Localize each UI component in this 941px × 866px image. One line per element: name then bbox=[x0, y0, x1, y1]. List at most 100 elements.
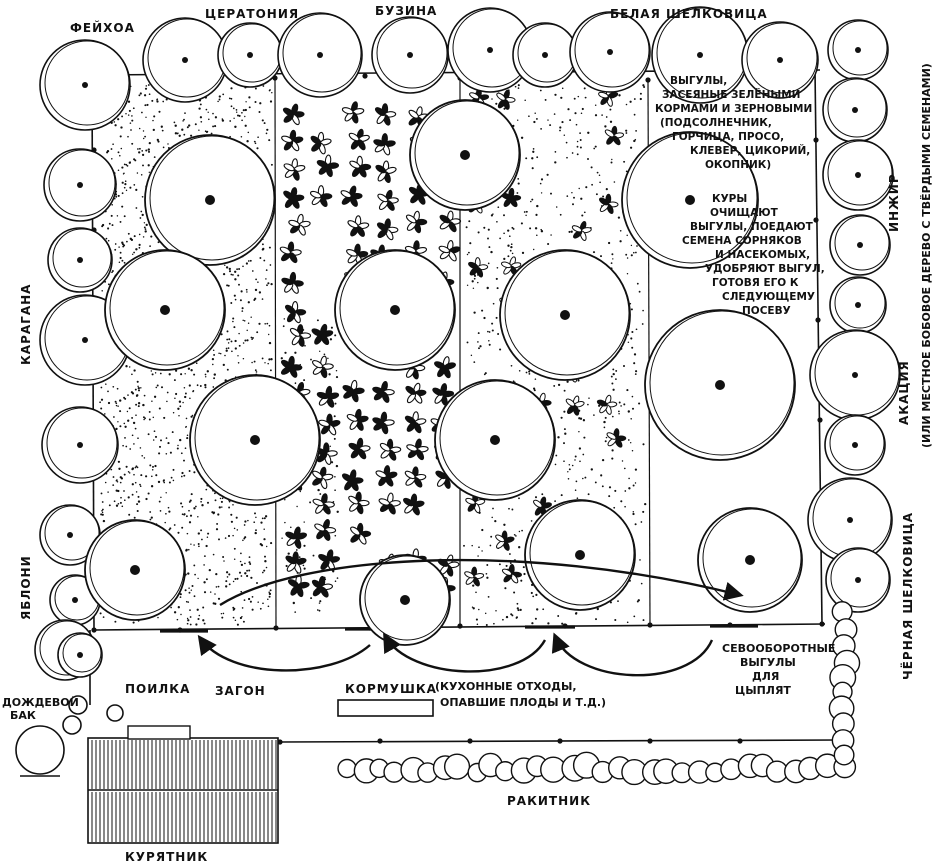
plant-icon bbox=[372, 380, 395, 403]
plant-icon bbox=[341, 101, 365, 124]
plant-icon bbox=[500, 187, 522, 208]
plant-icon bbox=[281, 129, 304, 152]
tree-canopy-icon bbox=[47, 227, 113, 293]
runs-note-line: КЛЕВЕР, ЦИКОРИЙ, bbox=[690, 144, 810, 157]
plant-icon bbox=[500, 256, 522, 276]
label-acacia-note: (ИЛИ МЕСТНОЕ БОБОВОЕ ДЕРЕВО С ТВЁРДЫМИ С… bbox=[919, 63, 933, 448]
plant-icon bbox=[375, 465, 398, 487]
plant-icon bbox=[404, 466, 427, 488]
plant-icon bbox=[571, 221, 592, 241]
label-acacia: АКАЦИЯ bbox=[897, 360, 911, 425]
plant-icon bbox=[533, 496, 552, 517]
label-rotation-2: ВЫГУЛЫ bbox=[740, 656, 796, 669]
plant-icon bbox=[285, 551, 307, 574]
tree-canopy-icon bbox=[809, 329, 901, 421]
plant-icon bbox=[373, 133, 396, 156]
plant-icon bbox=[349, 155, 372, 178]
plant-icon bbox=[342, 379, 365, 403]
green-fodder-plants bbox=[279, 86, 627, 600]
tree-canopy-icon bbox=[807, 477, 893, 563]
shrub-hedge-icon bbox=[720, 758, 742, 781]
label-white-mulberry: БЕЛАЯ ШЕЛКОВИЦА bbox=[610, 7, 768, 21]
plant-icon bbox=[596, 394, 618, 415]
plant-icon bbox=[599, 193, 619, 214]
plant-icon bbox=[377, 189, 399, 211]
label-karagana: КАРАГАНА bbox=[19, 284, 33, 365]
chickens-note-line: ГОТОВЯ ЕГО К bbox=[712, 277, 799, 289]
plant-icon bbox=[318, 413, 341, 436]
tree-canopy-icon bbox=[827, 19, 889, 81]
plant-icon bbox=[438, 240, 461, 262]
arrow-icon bbox=[383, 632, 547, 673]
tree-canopy-icon bbox=[409, 99, 521, 211]
plant-icon bbox=[284, 301, 307, 324]
tree-canopy-icon bbox=[371, 16, 449, 94]
plant-icon bbox=[348, 491, 370, 515]
tree-canopy-icon bbox=[39, 39, 131, 131]
plant-icon bbox=[404, 411, 427, 434]
tree-canopy-icon bbox=[57, 632, 103, 678]
tree-canopy-icon bbox=[277, 12, 363, 98]
tree-canopy-icon bbox=[142, 17, 228, 103]
chickens-note-line: ВЫГУЛЫ, ПОЕДАЮТ bbox=[690, 221, 814, 233]
chickens-note-line: СЕМЕНА СОРНЯКОВ bbox=[682, 235, 802, 247]
label-feeder-note-2: ОПАВШИЕ ПЛОДЫ И Т.Д.) bbox=[440, 696, 606, 709]
runs-note-line: (ПОДСОЛНЕЧНИК, bbox=[660, 117, 772, 129]
plant-icon bbox=[311, 355, 334, 379]
label-apples: ЯБЛОНИ bbox=[19, 555, 33, 620]
drinker bbox=[106, 704, 124, 722]
label-ceratonia: ЦЕРАТОНИЯ bbox=[205, 7, 299, 21]
tree-canopy-icon bbox=[822, 139, 894, 211]
label-pen: ЗАГОН bbox=[215, 684, 266, 698]
plant-icon bbox=[496, 89, 516, 110]
tree-canopy-icon bbox=[524, 499, 636, 611]
arrow-icon bbox=[551, 632, 714, 677]
plant-icon bbox=[374, 103, 397, 126]
plant-icon bbox=[375, 160, 397, 184]
label-buzina: БУЗИНА bbox=[375, 4, 437, 18]
plant-icon bbox=[283, 158, 306, 181]
plant-icon bbox=[279, 241, 302, 264]
chickens-note-line: УДОБРЯЮТ ВЫГУЛ, bbox=[705, 263, 825, 275]
label-rakitnik: РАКИТНИК bbox=[507, 794, 591, 808]
plant-icon bbox=[604, 125, 625, 146]
tree-canopy-icon bbox=[434, 379, 556, 501]
label-feeder-note: (КУХОННЫЕ ОТХОДЫ, bbox=[435, 680, 577, 693]
chickens-note-line: КУРЫ bbox=[712, 193, 747, 205]
plant-icon bbox=[283, 187, 305, 209]
tree-canopy-icon bbox=[39, 504, 101, 566]
label-inzhir: ИНЖИР bbox=[887, 173, 901, 232]
runs-note-line: ГОРЧИЦА, ПРОСО, bbox=[672, 131, 784, 143]
plant-icon bbox=[464, 566, 485, 587]
plant-icon bbox=[606, 428, 627, 448]
plant-icon bbox=[350, 522, 372, 545]
label-rotation-1: СЕВООБОРОТНЫЕ bbox=[722, 642, 835, 655]
tree-canopy-icon bbox=[644, 309, 796, 461]
plant-icon bbox=[341, 469, 364, 492]
runs-note-line: ЗАСЕЯНЫЕ ЗЕЛЁНЫМИ bbox=[662, 87, 800, 101]
tree-canopy-icon bbox=[359, 554, 451, 646]
plant-icon bbox=[312, 493, 335, 515]
plant-icon bbox=[314, 519, 337, 541]
label-black-mulberry: ЧЁРНАЯ ШЕЛКОВИЦА bbox=[900, 512, 915, 680]
label-rotation-3: ДЛЯ bbox=[752, 670, 779, 683]
plant-icon bbox=[348, 437, 371, 460]
tree-canopy-icon bbox=[41, 406, 119, 484]
plant-icon bbox=[348, 128, 370, 151]
plant-icon bbox=[565, 395, 585, 416]
plant-icon bbox=[316, 154, 340, 178]
plant-icon bbox=[432, 383, 455, 406]
plant-icon bbox=[405, 382, 427, 404]
tree-canopy-icon bbox=[499, 249, 631, 381]
plant-icon bbox=[468, 257, 489, 278]
tree-canopy-icon bbox=[829, 214, 891, 276]
runs-note-line: КОРМАМИ И ЗЕРНОВЫМИ bbox=[655, 103, 812, 115]
chickens-note-line: И НАСЕКОМЫХ, bbox=[715, 249, 810, 261]
plant-icon bbox=[406, 438, 429, 461]
henhouse bbox=[87, 725, 279, 844]
tree-canopy-icon bbox=[829, 276, 887, 334]
plant-icon bbox=[439, 210, 462, 233]
tree-canopy-icon bbox=[651, 6, 749, 104]
